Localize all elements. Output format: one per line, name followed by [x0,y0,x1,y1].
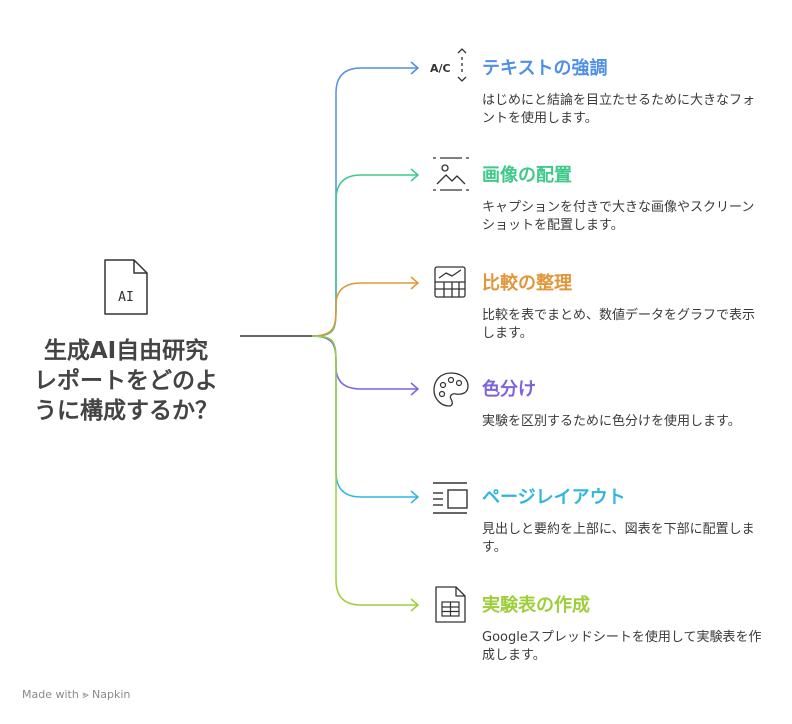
credit-text: Made with [22,688,79,701]
root-title-line-2: レポートをどのよ [34,368,218,394]
branch-title-experiment-table: 実験表の作成 [482,595,590,616]
root-title-line-1: 生成AI自由研究 [43,338,209,364]
branch-title-text-emphasis: テキストの強調 [482,58,608,79]
branch-desc-experiment-table: Googleスプレッドシートを使用して実験表を作成します。 [482,630,762,663]
napkin-logo-icon: ⪢ [82,688,89,701]
branch-title-color-coding: 色分け [482,379,536,400]
ai-file-icon-label: AI [118,290,134,305]
palette-icon [433,372,469,407]
branch-title-image-placement: 画像の配置 [482,165,572,186]
text-size-icon: A/C [430,48,467,82]
branch-desc-color-coding: 実験を区別するために色分けを使用します。 [482,414,741,429]
layout-icon [433,482,468,514]
root-title: 生成AI自由研究 レポートをどのよ うに構成するか？ [20,336,232,426]
branch-desc-text-emphasis: はじめにと結論を目立たせるために大きなフォントを使用します。 [482,93,756,126]
credit-brand: Napkin [92,688,131,701]
ai-file-icon: AI [104,259,148,315]
branch-desc-page-layout: 見出しと要約を上部に、図表を下部に配置します。 [482,522,755,555]
image-frame-icon [433,157,469,191]
branch-desc-image-placement: キャプションを付きで大きな画像やスクリーンショットを配置します。 [482,200,755,233]
branch-desc-comparison: 比較を表でまとめ、数値データをグラフで表示します。 [482,308,756,341]
branch-title-comparison: 比較の整理 [482,273,572,294]
text-size-icon-label: A/C [430,62,451,75]
branch-title-page-layout: ページレイアウト [482,487,626,508]
spreadsheet-icon [435,586,466,623]
table-chart-icon [434,266,466,298]
root-title-line-3: うに構成するか？ [34,398,218,424]
napkin-credit[interactable]: Made with ⪢ Napkin [22,688,130,702]
